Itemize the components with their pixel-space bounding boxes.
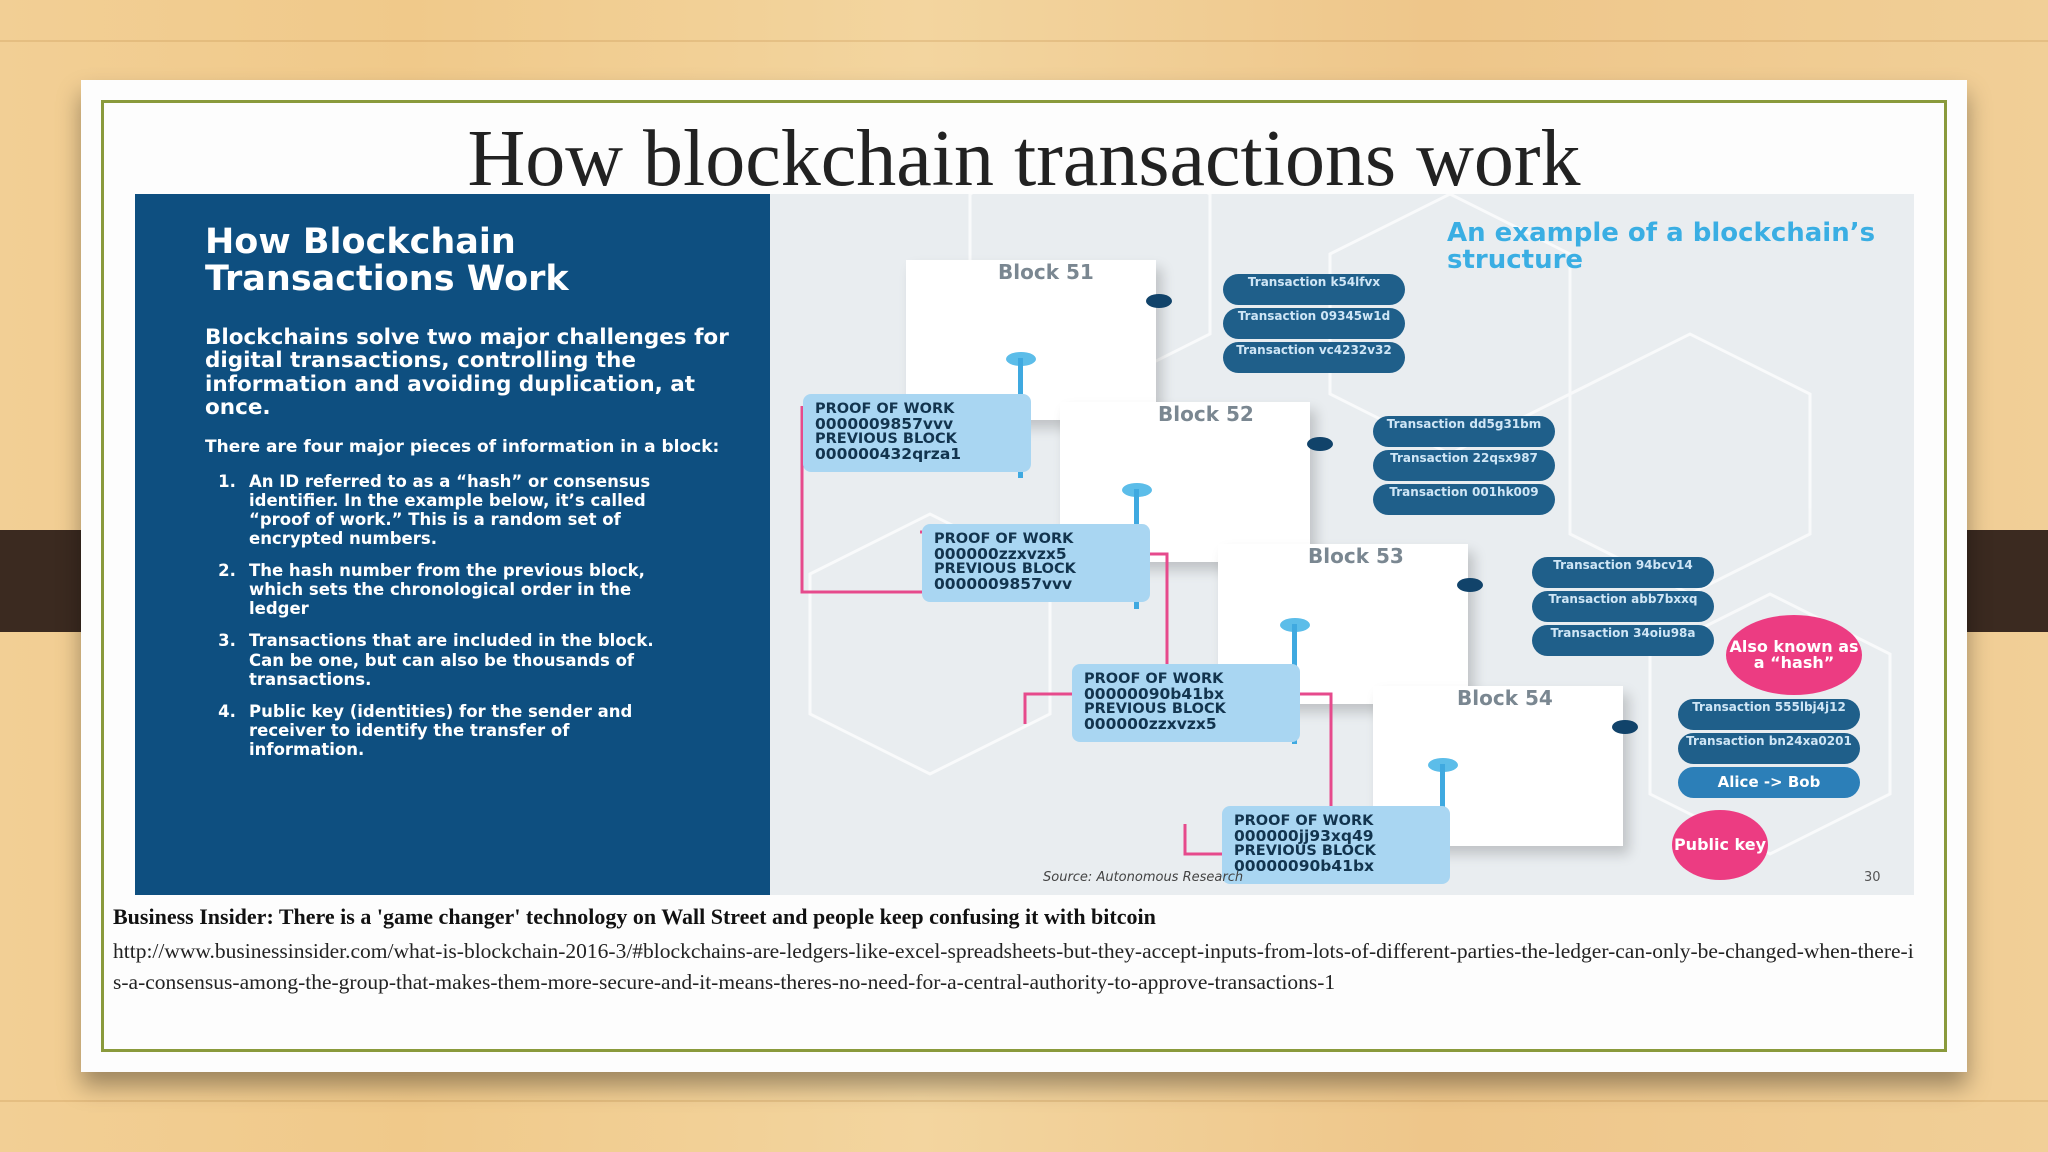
infographic-intro: Blockchains solve two major challenges f… xyxy=(205,324,729,421)
transaction-pill: Transaction 22qsx987 xyxy=(1373,450,1555,481)
transaction-pill: Transaction vc4232v32 xyxy=(1223,342,1405,373)
pow-value: 000000jj93xq49 xyxy=(1234,827,1374,845)
transaction-pill: Transaction 94bcv14 xyxy=(1532,557,1714,588)
transaction-pill: Transaction 555lbj4j12 xyxy=(1678,699,1860,730)
block-label: Block 51 xyxy=(998,260,1094,284)
block-label: Block 53 xyxy=(1308,544,1404,568)
block-cube xyxy=(906,260,1156,420)
wood-grain xyxy=(0,40,2048,42)
slide-title: How blockchain transactions work xyxy=(467,115,1581,203)
proof-of-work-box: PROOF OF WORK 0000009857vvv PREVIOUS BLO… xyxy=(803,394,1031,472)
prev-block-value: 0000009857vvv xyxy=(934,575,1073,593)
pow-value: 0000009857vvv xyxy=(815,415,954,433)
prev-block-value: 000000432qrza1 xyxy=(815,445,962,463)
blockchain-infographic: How Blockchain Transactions Work Blockch… xyxy=(135,194,1914,895)
connector-dot xyxy=(1146,294,1172,308)
prev-block-label: PREVIOUS BLOCK xyxy=(1234,843,1376,859)
transaction-pill: Transaction bn24xa0201 xyxy=(1678,733,1860,764)
list-item: 4. Public key (identities) for the sender… xyxy=(205,702,735,759)
infographic-title: How Blockchain Transactions Work xyxy=(205,222,569,299)
list-text: Public key (identities) for the sender a… xyxy=(249,701,633,760)
list-number: 2. xyxy=(218,561,236,581)
source-title: Business Insider: There is a 'game chang… xyxy=(113,904,1156,929)
list-item: 1. An ID referred to as a “hash” or conse… xyxy=(205,472,735,549)
infographic-source: Source: Autonomous Research xyxy=(1043,870,1244,885)
pow-label: PROOF OF WORK xyxy=(1084,671,1224,687)
list-text: Transactions that are included in the bl… xyxy=(249,631,654,689)
pow-value: 000000zzxvzx5 xyxy=(934,545,1067,563)
public-key-badge: Public key xyxy=(1672,810,1768,880)
proof-of-work-box: PROOF OF WORK 00000090b41bx PREVIOUS BLO… xyxy=(1072,664,1300,742)
list-item: 3. Transactions that are included in the … xyxy=(205,631,735,688)
prev-block-value: 00000090b41bx xyxy=(1234,857,1375,875)
connector-dot xyxy=(1457,578,1483,592)
pow-label: PROOF OF WORK xyxy=(934,531,1074,547)
pow-label: PROOF OF WORK xyxy=(1234,813,1374,829)
list-text: The hash number from the previous block,… xyxy=(249,561,645,619)
wood-grain xyxy=(0,1100,2048,1102)
infographic-page-number: 30 xyxy=(1864,870,1881,885)
list-number: 3. xyxy=(218,631,236,651)
hash-badge: Also known as a “hash” xyxy=(1726,615,1862,695)
list-number: 1. xyxy=(218,471,236,491)
proof-of-work-box: PROOF OF WORK 000000jj93xq49 PREVIOUS BL… xyxy=(1222,806,1450,884)
transaction-pill: Transaction 09345w1d xyxy=(1223,308,1405,339)
block-pieces-list: 1. An ID referred to as a “hash” or conse… xyxy=(205,472,735,760)
transaction-pill: Transaction dd5g31bm xyxy=(1373,416,1555,447)
source-url[interactable]: http://www.businessinsider.com/what-is-b… xyxy=(113,939,1914,994)
prev-block-label: PREVIOUS BLOCK xyxy=(1084,701,1226,717)
transaction-pill: Transaction 001hk009 xyxy=(1373,484,1555,515)
prev-block-label: PREVIOUS BLOCK xyxy=(934,561,1076,577)
proof-of-work-box: PROOF OF WORK 000000zzxvzx5 PREVIOUS BLO… xyxy=(922,524,1150,602)
transaction-pill: Transaction abb7bxxq xyxy=(1532,591,1714,622)
slide-frame xyxy=(101,100,1947,1052)
infographic-text-panel: How Blockchain Transactions Work Blockch… xyxy=(135,194,770,895)
list-text: An ID referred to as a “hash” or consens… xyxy=(249,471,651,548)
connector-dot xyxy=(1612,720,1638,734)
connector-dot xyxy=(1307,437,1333,451)
prev-block-value: 000000zzxvzx5 xyxy=(1084,715,1217,733)
block-label: Block 52 xyxy=(1158,402,1254,426)
transaction-pill: Transaction 34oiu98a xyxy=(1532,625,1714,656)
prev-block-label: PREVIOUS BLOCK xyxy=(815,431,957,447)
infographic-subheading: There are four major pieces of informati… xyxy=(205,437,720,458)
public-key-pill: Alice -> Bob xyxy=(1678,767,1860,798)
example-heading: An example of a blockchain’s structure xyxy=(1447,218,1876,276)
pow-label: PROOF OF WORK xyxy=(815,401,955,417)
transaction-pill: Transaction k54lfvx xyxy=(1223,274,1405,305)
list-number: 4. xyxy=(218,701,236,721)
block-label: Block 54 xyxy=(1457,686,1553,710)
pow-value: 00000090b41bx xyxy=(1084,685,1225,703)
list-item: 2. The hash number from the previous bloc… xyxy=(205,561,735,618)
